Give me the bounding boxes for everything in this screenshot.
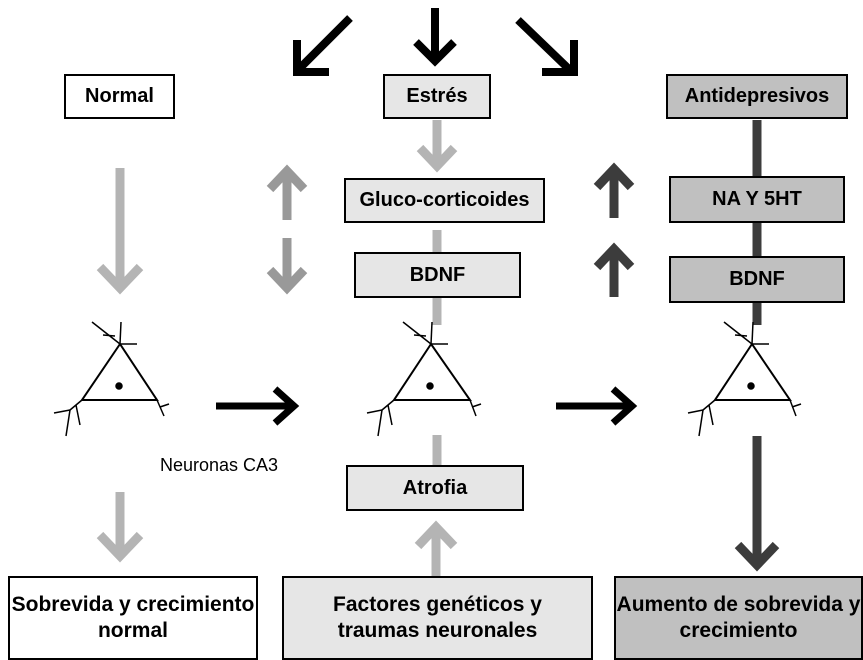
box-atrofia: Atrofia [346,465,524,511]
box-bdnf-right: BDNF [669,256,845,303]
box-na-5ht: NA Y 5HT [669,176,845,223]
arrow-estres-gluco [416,120,458,173]
box-estres: Estrés [383,74,491,119]
box-antidepresivos: Antidepresivos [666,74,848,119]
arrow-right-1 [216,386,300,426]
neuron-center [366,321,482,437]
neuron-right [687,321,802,437]
arrow-left-down-2 [96,492,144,563]
label-neuronas-ca3: Neuronas CA3 [160,455,279,475]
top-arrow-center [413,8,457,67]
top-arrow-left [293,15,353,76]
arrow-left-down-1 [96,168,144,295]
box-bdnf-center: BDNF [354,252,521,298]
neuron-left [53,321,170,437]
top-arrow-right [515,17,578,76]
arrow-mid-down [266,238,308,295]
box-normal: Normal [64,74,175,119]
box-aumento-sobrevida: Aumento de sobrevida y crecimiento [614,576,863,660]
arrow-right-down-big [734,436,780,572]
box-factores-geneticos: Factores genéticos y traumas neuronales [282,576,593,660]
arrow-mid-up [266,164,308,220]
box-glucocorticoides: Gluco-corticoides [344,178,545,223]
arrow-dark-up-2 [593,242,635,297]
arrow-bottom-atrofia [414,520,458,577]
arrow-right-2 [556,386,638,426]
arrow-dark-up-1 [593,162,635,218]
box-sobrevida-normal: Sobrevida y crecimiento normal [8,576,258,660]
